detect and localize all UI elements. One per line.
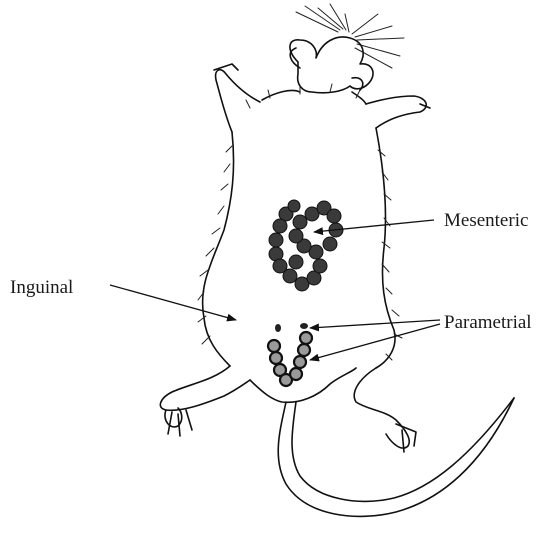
mesenteric-label: Mesenteric	[444, 210, 528, 231]
parametrial-arrow-upper	[310, 320, 440, 328]
whiskers	[296, 4, 404, 68]
parametrial-arrow-lower	[310, 324, 440, 360]
parametrial-label: Parametrial	[444, 312, 532, 333]
parametrial-depot	[268, 323, 312, 386]
inguinal-arrow	[110, 285, 236, 320]
inguinal-label: Inguinal	[10, 277, 73, 298]
mesenteric-depot	[269, 200, 343, 291]
mouse-body-outline	[160, 37, 514, 516]
